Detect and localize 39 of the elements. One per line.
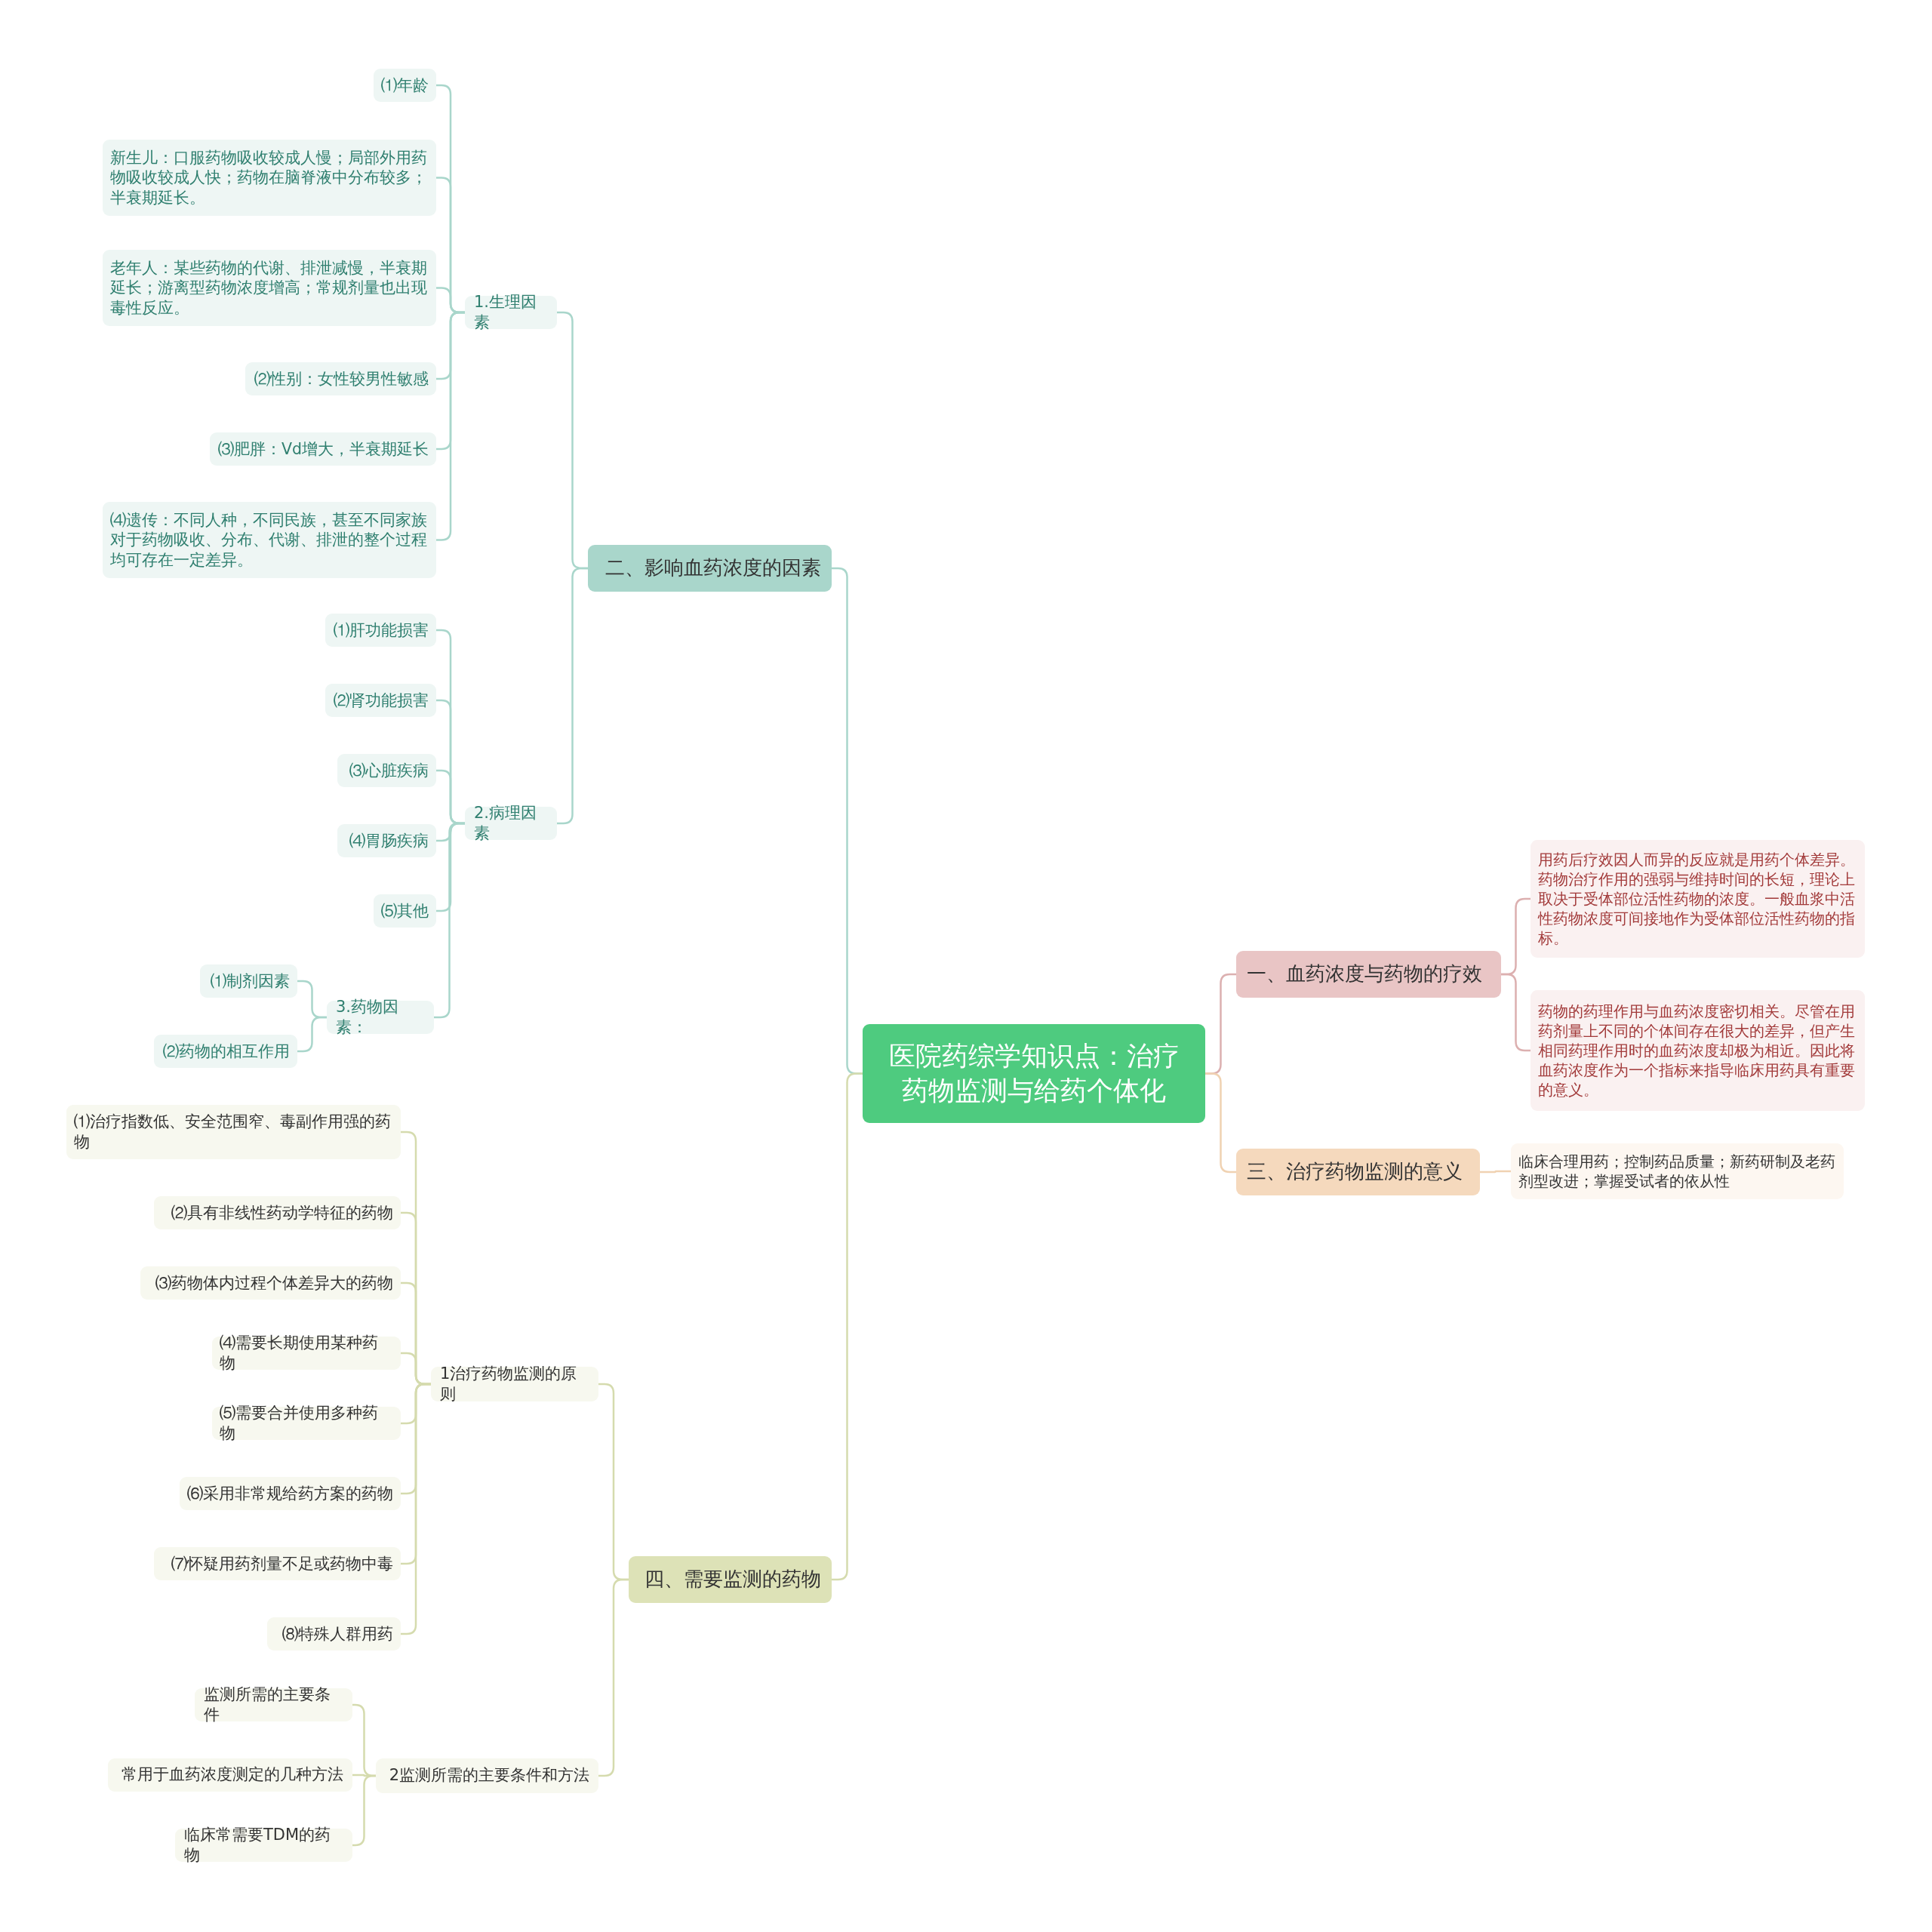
topic-box: 老年人：某些药物的代谢、排泄减慢，半衰期延长；游离型药物浓度增高；常规剂量也出现毒性反应。 [103, 250, 436, 326]
connector-line [351, 1774, 377, 1847]
note-box: 用药后疗效因人而异的反应就是用药个体差异。药物治疗作用的强弱与维持时间的长短，理论上取决于受体部位活性药物的浓度。一般血浆中活性药物浓度可间接地作为受体部位活性药物的指标。 [1531, 840, 1865, 958]
topic-box: ⑷遗传：不同人种，不同民族，甚至不同家族对于药物吸收、分布、代谢、排泄的整个过程均可存在一定差异。 [103, 502, 436, 578]
topic-box: ⑶药物体内过程个体差异大的药物 [140, 1266, 401, 1300]
connector-line [1478, 1170, 1512, 1174]
central-topic-box: 医院药综学知识点：治疗药物监测与给药个体化 [863, 1024, 1205, 1123]
connector-line [296, 1016, 328, 1053]
topic-box: ⑶肥胖：Vd增大，半衰期延长 [210, 432, 436, 466]
topic-box: 2监测所需的主要条件和方法 [376, 1758, 598, 1793]
topic-box: ⑵肾功能损害 [325, 684, 436, 717]
topic-box: 新生儿：口服药物吸收较成人慢；局部外用药物吸收较成人快；药物在脑脊液中分布较多；半衰期延长。 [103, 140, 436, 216]
branch-box: 三、治疗药物监测的意义 [1236, 1149, 1480, 1195]
topic-box: ⑵性别：女性较男性敏感 [245, 362, 436, 395]
branch-box: 四、需要监测的药物 [629, 1556, 832, 1603]
topic-box: ⑹采用非常规给药方案的药物 [180, 1477, 401, 1510]
topic-box: 常用于血药浓度测定的几种方法 [108, 1758, 352, 1792]
note-box: 药物的药理作用与血药浓度密切相关。尽管在用药剂量上不同的个体间存在很大的差异，但产生相同药理作用时的血药浓度却极为相近。因此将血药浓度作为一个指标来指导临床用药具有重要的意义。 [1531, 990, 1865, 1111]
topic-box: ⑻特殊人群用药 [267, 1617, 401, 1651]
connector-line [555, 567, 589, 825]
note-box: 临床合理用药；控制药品质量；新药研制及老药剂型改进；掌握受试者的依从性 [1511, 1143, 1844, 1199]
topic-box: ⑴年龄 [374, 69, 436, 102]
topic-box: ⑶心脏疾病 [337, 754, 436, 787]
topic-box: ⑸其他 [374, 894, 436, 928]
connector-line [597, 1578, 630, 1777]
connector-line [1204, 1072, 1238, 1174]
topic-box: ⑵药物的相互作用 [154, 1035, 297, 1068]
topic-box: ⑺怀疑用药剂量不足或药物中毒 [154, 1547, 401, 1580]
topic-box: ⑵具有非线性药动学特征的药物 [154, 1196, 401, 1229]
connector-line [1500, 973, 1532, 1052]
topic-box: 1治疗药物监测的原则 [431, 1367, 598, 1401]
branch-box: 一、血药浓度与药物的疗效 [1236, 951, 1501, 998]
topic-box: ⑴治疗指数低、安全范围窄、毒副作用强的药物 [66, 1105, 401, 1159]
topic-box: ⑴制剂因素 [200, 964, 297, 998]
connector-line [830, 1072, 864, 1581]
topic-box: ⑷胃肠疾病 [337, 824, 436, 857]
branch-box: 二、影响血药浓度的因素 [588, 545, 832, 592]
topic-box: ⑴肝功能损害 [325, 614, 436, 647]
connector-line [432, 822, 466, 1019]
